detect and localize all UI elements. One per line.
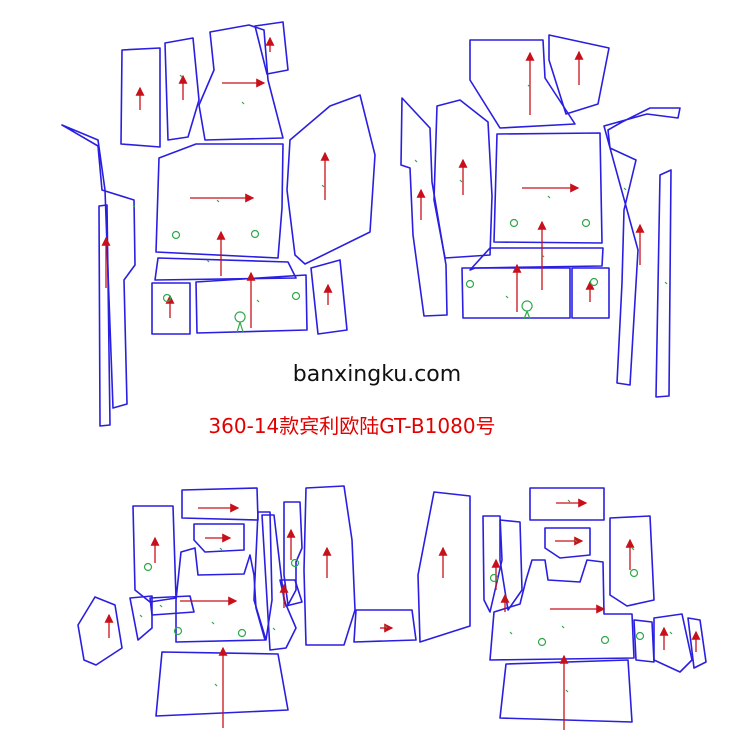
pattern-piece [154, 257, 297, 281]
pattern-piece [499, 519, 523, 611]
pattern-piece [529, 487, 605, 521]
pattern-piece [469, 39, 576, 129]
pattern-piece [193, 523, 245, 553]
pattern-piece [461, 267, 571, 319]
pattern-piece [77, 596, 123, 666]
pattern-piece [198, 24, 284, 141]
pattern-group-top-right [400, 34, 681, 398]
pattern-piece [279, 579, 303, 607]
pattern-piece [181, 487, 259, 521]
pattern-piece [132, 505, 177, 603]
pattern-piece [195, 274, 308, 334]
pattern-piece [261, 514, 297, 651]
pattern-piece [544, 527, 591, 559]
site-watermark: banxingku.com [292, 362, 462, 387]
pattern-piece [151, 282, 191, 335]
pattern-piece [283, 501, 303, 606]
pattern-piece [653, 613, 693, 673]
pattern-piece [400, 97, 448, 317]
pattern-piece [687, 617, 707, 669]
pattern-piece [655, 169, 672, 398]
grain-arrows [491, 498, 701, 730]
pattern-piece [254, 21, 289, 75]
pattern-piece [286, 94, 376, 265]
pattern-piece [303, 485, 356, 646]
notch-markers [132, 74, 325, 333]
grain-arrows [101, 36, 333, 328]
pattern-piece [633, 619, 655, 663]
pattern-group-bottom-left [77, 485, 471, 728]
notch-markers [489, 499, 673, 693]
pattern-piece [61, 124, 136, 409]
pattern-piece [609, 515, 655, 607]
pattern-piece [164, 37, 200, 141]
pattern-piece [433, 99, 493, 259]
pattern-piece [417, 491, 471, 643]
pattern-piece [98, 204, 111, 427]
pattern-piece [482, 515, 503, 613]
pattern-group-top-left [61, 21, 376, 427]
notch-markers [414, 84, 668, 320]
pattern-piece [548, 34, 610, 115]
grain-arrows [416, 50, 645, 312]
pattern-group-bottom-right [482, 487, 707, 730]
pattern-piece [175, 547, 266, 643]
pattern-piece [571, 267, 610, 319]
pattern-piece [120, 47, 161, 148]
grain-arrows [104, 503, 448, 728]
pattern-piece [499, 659, 633, 723]
pattern-model-title: 360-14款宾利欧陆GT-B1080号 [208, 414, 496, 438]
pattern-piece [155, 651, 289, 717]
pattern-piece [310, 259, 348, 335]
pattern-piece [155, 143, 284, 259]
pattern-piece [603, 107, 681, 386]
pattern-piece [489, 559, 635, 661]
pattern-piece [353, 609, 417, 643]
notch-markers [139, 547, 388, 687]
pattern-piece [129, 595, 153, 641]
pattern-piece [493, 132, 603, 244]
